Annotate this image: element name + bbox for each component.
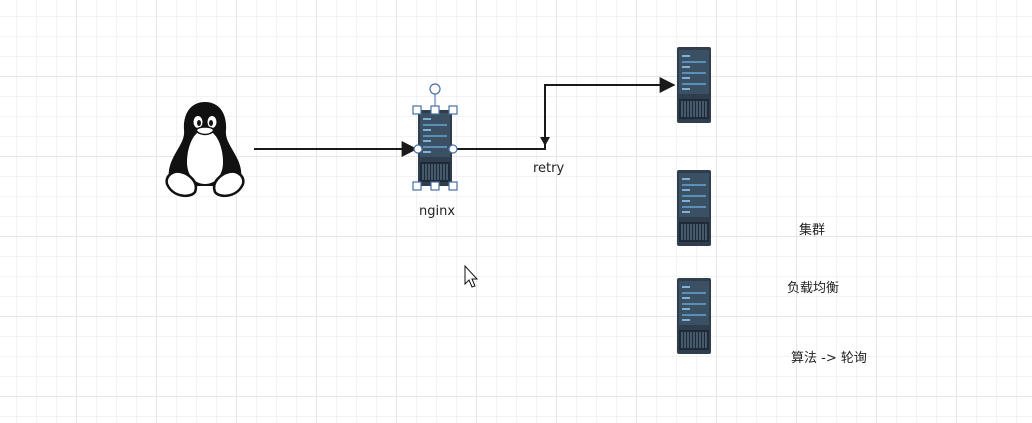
note-algorithm-round-robin: 算法 -> 轮询 <box>791 351 867 366</box>
nginx-label: nginx <box>419 204 456 219</box>
retry-edge-label: retry <box>533 161 565 176</box>
edge-nginx-to-backend-1[interactable] <box>455 77 676 150</box>
backend-server-1-icon[interactable] <box>676 46 712 124</box>
connection-point-icon[interactable] <box>448 144 458 154</box>
selection-handles[interactable] <box>412 83 458 191</box>
nginx-server-icon[interactable] <box>417 109 453 187</box>
resize-handle-icon[interactable] <box>412 181 422 191</box>
resize-handle-icon[interactable] <box>430 105 440 115</box>
resize-handle-icon[interactable] <box>448 105 458 115</box>
connection-point-icon[interactable] <box>413 144 423 154</box>
resize-handle-icon[interactable] <box>412 105 422 115</box>
mouse-cursor-icon <box>464 264 479 288</box>
note-cluster: 集群 <box>799 223 826 238</box>
note-load-balancing: 负载均衡 <box>787 281 840 296</box>
backend-server-3-icon[interactable] <box>676 277 712 355</box>
resize-handle-icon[interactable] <box>448 181 458 191</box>
edge-waypoint-arrow-icon <box>540 137 550 146</box>
backend-server-2-icon[interactable] <box>676 169 712 247</box>
linux-penguin-icon[interactable] <box>165 102 245 198</box>
rotate-handle-icon[interactable] <box>429 83 441 95</box>
resize-handle-icon[interactable] <box>430 181 440 191</box>
